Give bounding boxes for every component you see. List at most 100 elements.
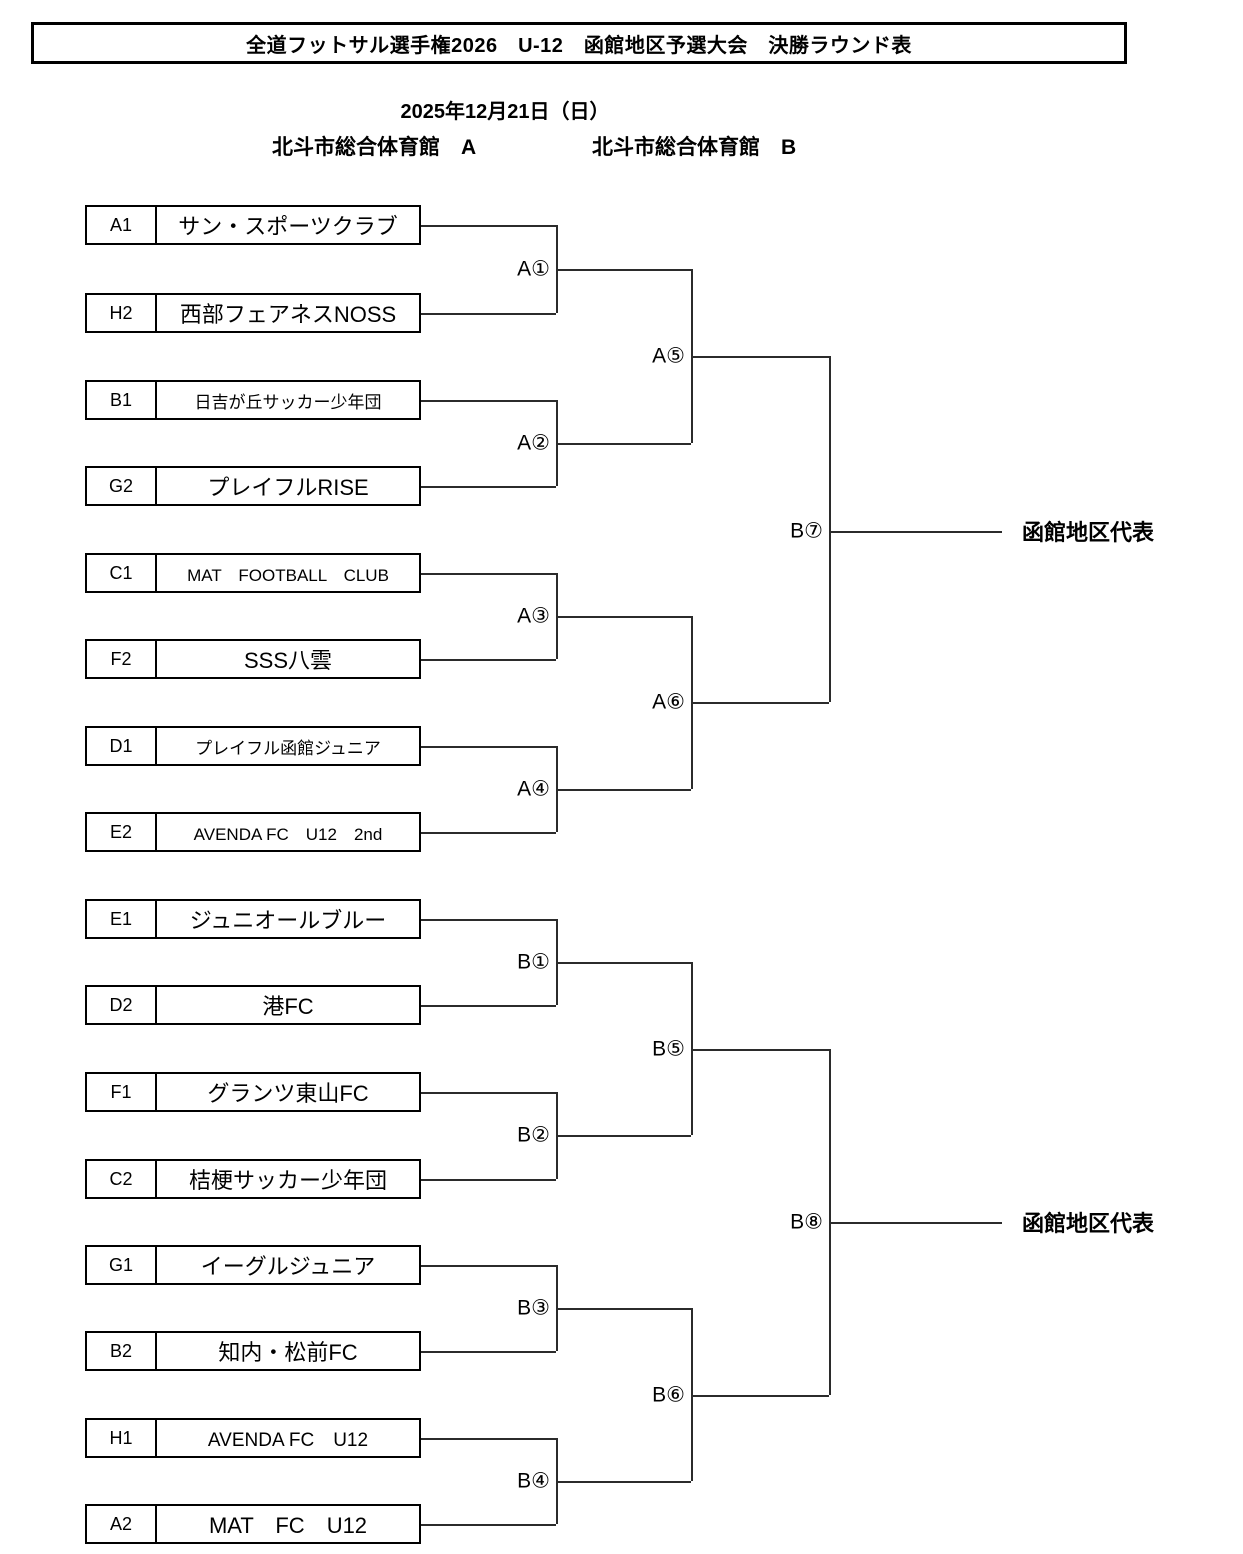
team-name: AVENDA FC U12: [207, 1429, 369, 1451]
seed-code: G2: [87, 468, 157, 504]
venue-a-label: 北斗市総合体育館 A: [272, 136, 477, 159]
team-name: グランツ東山FC: [207, 1081, 369, 1106]
connector-line: [829, 1222, 1002, 1224]
seed-code: F2: [87, 641, 157, 677]
seed-code: B2: [87, 1333, 157, 1369]
team-row[interactable]: A2 MAT FC U12: [85, 1504, 421, 1544]
connector-line: [421, 1265, 556, 1267]
connector-line: [691, 1395, 829, 1397]
match-node: A③: [517, 604, 550, 628]
match-node: B⑥: [652, 1383, 685, 1407]
team-name: MAT FC U12: [208, 1513, 368, 1538]
match-node: B⑧: [790, 1210, 823, 1234]
team-name: サン・スポーツクラブ: [178, 214, 398, 239]
seed-code: A2: [87, 1506, 157, 1542]
connector-line: [556, 1308, 691, 1310]
team-name: プレイフル函館ジュニア: [195, 738, 381, 758]
seed-code: D2: [87, 987, 157, 1023]
seed-code: A1: [87, 207, 157, 243]
title-banner: 全道フットサル選手権2026 U-12 函館地区予選大会 決勝ラウンド表: [31, 22, 1127, 64]
connector-line: [421, 225, 556, 227]
match-node: B⑦: [790, 519, 823, 543]
team-name: AVENDA FC U12 2nd: [193, 824, 383, 844]
connector-line: [556, 269, 691, 271]
team-row[interactable]: G2 プレイフルRISE: [85, 466, 421, 506]
team-name: 港FC: [262, 994, 314, 1019]
seed-code: B1: [87, 382, 157, 418]
team-row[interactable]: F2 SSS八雲: [85, 639, 421, 679]
connector-line: [691, 1308, 693, 1481]
connector-line: [691, 962, 693, 1135]
connector-line: [556, 962, 691, 964]
connector-line: [691, 356, 829, 358]
connector-line: [556, 1481, 691, 1483]
team-row[interactable]: H2 西部フェアネスNOSS: [85, 293, 421, 333]
connector-line: [421, 1351, 556, 1353]
team-name: イーグルジュニア: [200, 1254, 376, 1279]
seed-code: E2: [87, 814, 157, 850]
seed-code: H1: [87, 1420, 157, 1456]
seed-code: D1: [87, 728, 157, 764]
team-row[interactable]: E2 AVENDA FC U12 2nd: [85, 812, 421, 852]
team-name: ジュニオールブルー: [189, 908, 387, 933]
match-node: A⑥: [652, 690, 685, 714]
connector-line: [421, 1524, 556, 1526]
match-node: A①: [517, 257, 550, 281]
connector-line: [691, 1049, 829, 1051]
match-node: B⑤: [652, 1037, 685, 1061]
team-row[interactable]: C2 桔梗サッカー少年団: [85, 1159, 421, 1199]
team-name: 日吉が丘サッカー少年団: [194, 392, 382, 412]
match-node: B①: [517, 950, 550, 974]
match-node: A⑤: [652, 344, 685, 368]
match-node: A②: [517, 431, 550, 455]
team-name: 桔梗サッカー少年団: [188, 1168, 387, 1193]
team-name: 知内・松前FC: [218, 1340, 358, 1365]
team-row[interactable]: B2 知内・松前FC: [85, 1331, 421, 1371]
connector-line: [421, 746, 556, 748]
connector-line: [829, 356, 831, 702]
event-date: 2025年12月21日（日）: [400, 101, 610, 123]
team-row[interactable]: B1 日吉が丘サッカー少年団: [85, 380, 421, 420]
team-row[interactable]: A1 サン・スポーツクラブ: [85, 205, 421, 245]
team-row[interactable]: H1 AVENDA FC U12: [85, 1418, 421, 1458]
venue-b-label: 北斗市総合体育館 B: [592, 136, 797, 159]
connector-line: [421, 486, 556, 488]
team-row[interactable]: D1 プレイフル函館ジュニア: [85, 726, 421, 766]
team-row[interactable]: D2 港FC: [85, 985, 421, 1025]
connector-line: [421, 919, 556, 921]
representative-label: 函館地区代表: [1022, 1211, 1155, 1236]
connector-line: [421, 400, 556, 402]
team-name: MAT FOOTBALL CLUB: [187, 565, 389, 585]
connector-line: [556, 789, 691, 791]
connector-line: [421, 1092, 556, 1094]
match-node: B③: [517, 1296, 550, 1320]
seed-code: C2: [87, 1161, 157, 1197]
connector-line: [421, 313, 556, 315]
connector-line: [421, 1438, 556, 1440]
connector-line: [421, 1005, 556, 1007]
match-node: B②: [517, 1123, 550, 1147]
team-name: プレイフルRISE: [207, 475, 369, 500]
team-name: 西部フェアネスNOSS: [179, 302, 397, 327]
team-row[interactable]: F1 グランツ東山FC: [85, 1072, 421, 1112]
team-row[interactable]: G1 イーグルジュニア: [85, 1245, 421, 1285]
seed-code: E1: [87, 901, 157, 937]
team-row[interactable]: E1 ジュニオールブルー: [85, 899, 421, 939]
seed-code: F1: [87, 1074, 157, 1110]
page-title: 全道フットサル選手権2026 U-12 函館地区予選大会 決勝ラウンド表: [246, 34, 912, 57]
connector-line: [829, 531, 1002, 533]
connector-line: [421, 832, 556, 834]
connector-line: [556, 616, 691, 618]
connector-line: [556, 443, 691, 445]
match-node: B④: [517, 1469, 550, 1493]
match-node: A④: [517, 777, 550, 801]
connector-line: [421, 659, 556, 661]
team-row[interactable]: C1 MAT FOOTBALL CLUB: [85, 553, 421, 593]
seed-code: G1: [87, 1247, 157, 1283]
connector-line: [556, 1135, 691, 1137]
connector-line: [691, 702, 829, 704]
seed-code: C1: [87, 555, 157, 591]
team-name: SSS八雲: [243, 648, 333, 673]
connector-line: [421, 1179, 556, 1181]
